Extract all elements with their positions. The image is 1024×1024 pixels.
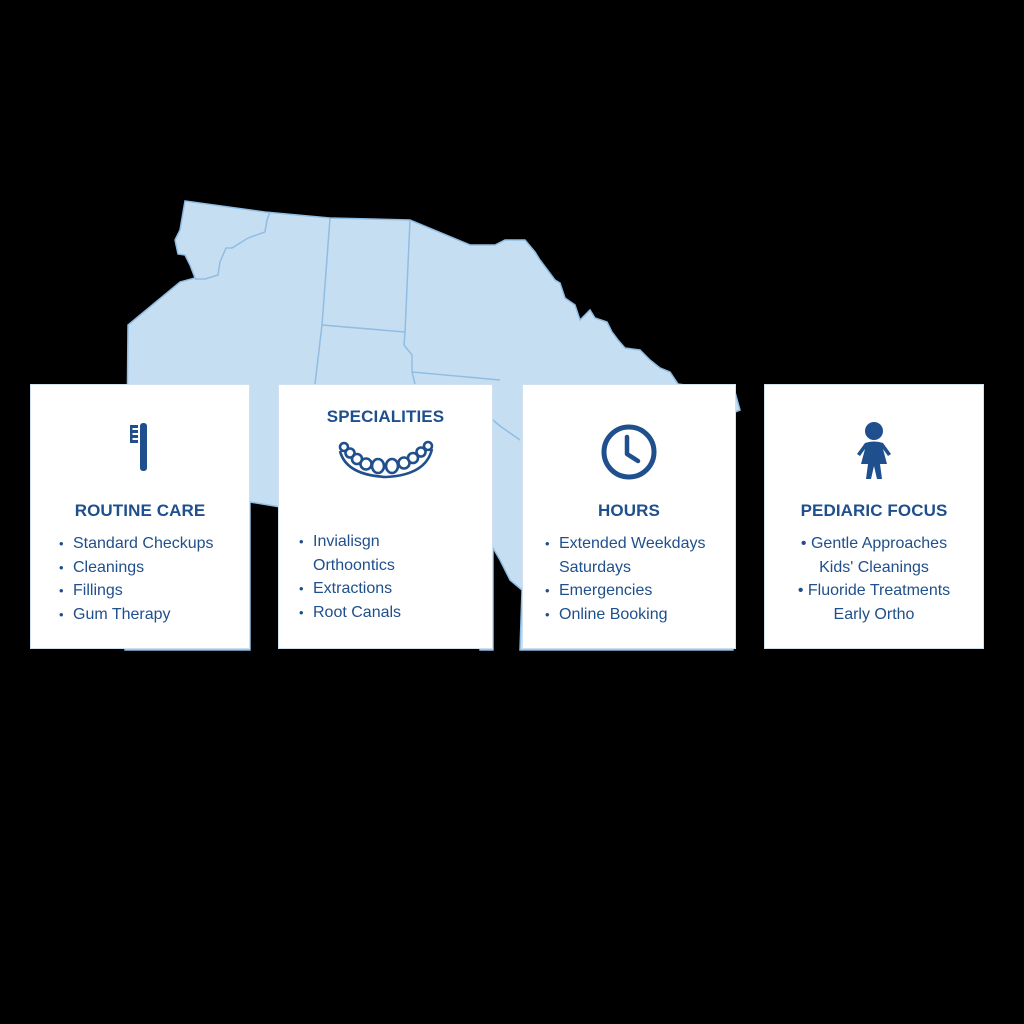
card-list: •Extended Weekdays Saturdays •Emergencie… <box>545 532 705 626</box>
list-item: •Extended Weekdays <box>545 535 706 552</box>
card-hours: HOURS •Extended Weekdays Saturdays •Emer… <box>522 384 736 649</box>
child-icon <box>765 421 983 483</box>
card-title: HOURS <box>598 501 660 520</box>
card-title: SPECIALITIES <box>326 407 445 426</box>
card-routine-care: ROUTINE CARE •Standard Checkups •Cleanin… <box>30 384 250 649</box>
list-item: • Fluoride Treatments <box>797 582 951 599</box>
list-item: Orthoontics <box>313 556 395 574</box>
card-list: •Invialisgn Orthoontics •Extractions •Ro… <box>299 530 401 624</box>
map-border-lines <box>195 211 521 441</box>
toothbrush-icon <box>31 421 249 473</box>
card-title: PEDIARIC FOCUS <box>800 501 948 520</box>
list-item: Saturdays <box>559 558 632 576</box>
card-list: • Gentle Approaches Kids' Cleanings • Fl… <box>765 532 983 626</box>
card-list: •Standard Checkups •Cleanings •Fillings … <box>59 532 214 626</box>
list-item: •Extractions <box>299 580 393 597</box>
list-item: •Gum Therapy <box>59 605 171 623</box>
dental-aligner-icon <box>279 439 492 481</box>
list-item: • Gentle Approaches <box>800 535 948 552</box>
list-item: •Root Canals <box>299 603 402 621</box>
list-item: •Online Booking <box>545 605 668 623</box>
list-item: Kids' Cleanings <box>819 558 929 576</box>
list-item: •Invialisgn <box>299 533 380 550</box>
list-item: •Fillings <box>59 582 123 599</box>
card-title: ROUTINE CARE <box>74 501 206 520</box>
list-item: •Emergencies <box>545 582 653 599</box>
clock-icon <box>523 423 735 481</box>
list-item: Early Ortho <box>833 605 915 623</box>
list-item: •Cleanings <box>59 558 145 576</box>
list-item: •Standard Checkups <box>59 535 214 552</box>
card-pediatric-focus: PEDIARIC FOCUS • Gentle Approaches Kids'… <box>764 384 984 649</box>
card-specialities: SPECIALITIES •Invialisgn Orthoontics •Ex… <box>278 384 493 649</box>
